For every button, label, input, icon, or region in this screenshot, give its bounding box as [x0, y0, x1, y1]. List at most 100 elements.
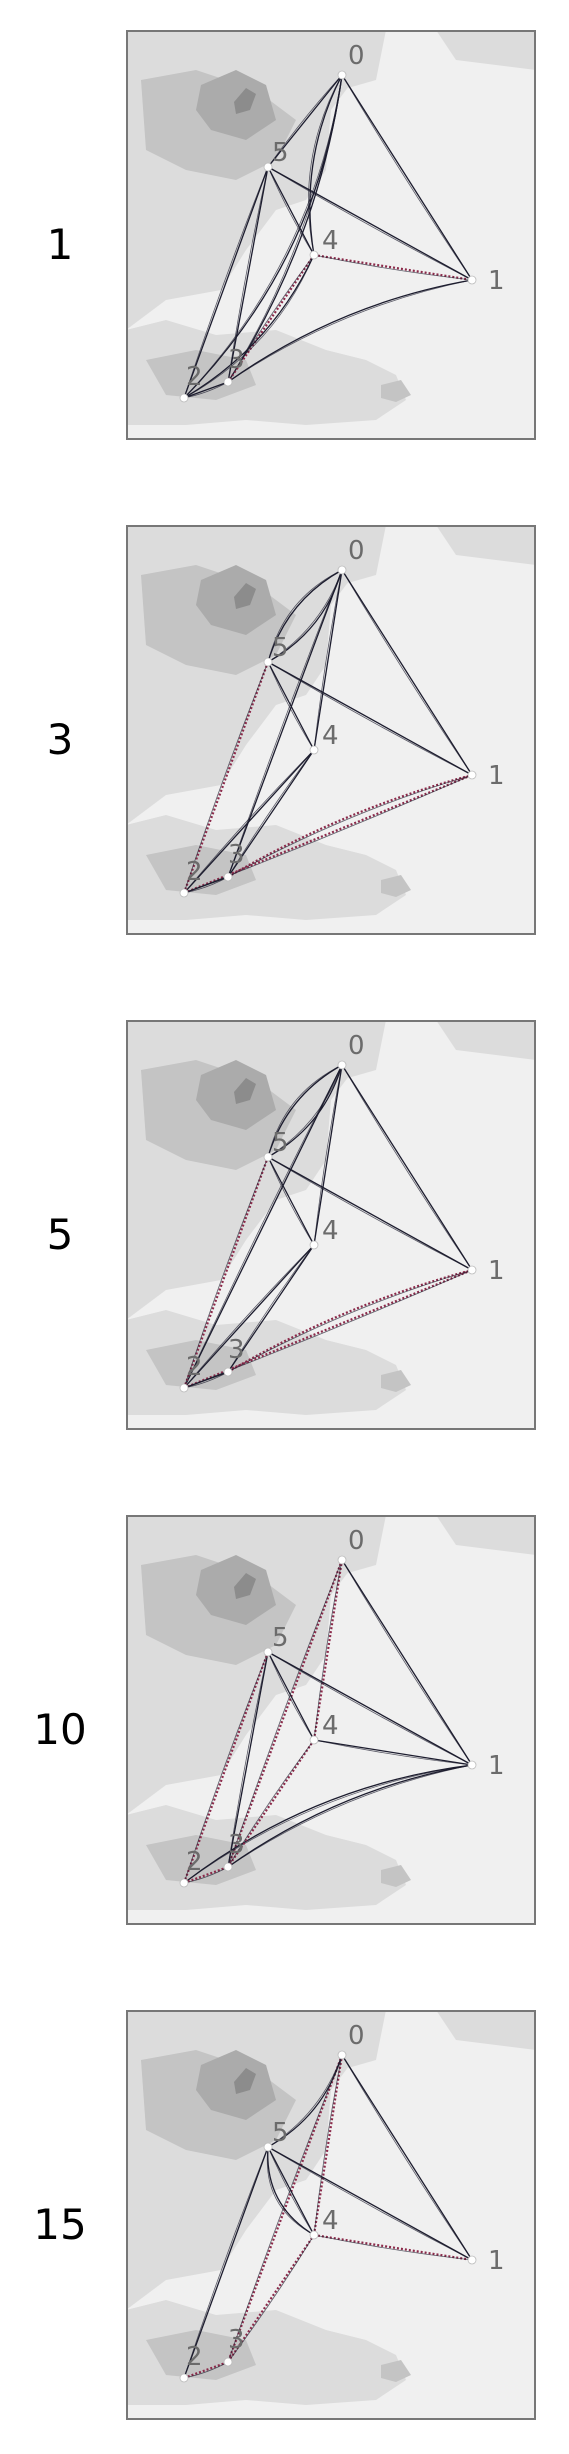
route-edge: [313, 1064, 343, 1246]
node-label: 3: [228, 840, 245, 870]
route-edge: [267, 569, 343, 663]
route-edge: [267, 2146, 315, 2236]
node-label: 5: [272, 633, 289, 663]
route-edge: [341, 569, 473, 776]
iteration-label: 5: [46, 1210, 74, 1259]
route-edge: [267, 2146, 315, 2236]
node-marker: [263, 1152, 273, 1162]
node-label: 0: [348, 41, 365, 71]
node-label: 5: [272, 1623, 289, 1653]
node-label: 0: [348, 1526, 365, 1556]
route-edge: [313, 2234, 473, 2261]
route-edge: [227, 1268, 473, 1373]
node-label: 4: [322, 226, 339, 256]
route-edge: [341, 569, 473, 776]
route-edge: [267, 166, 315, 256]
route-edge: [309, 74, 343, 256]
route-edge: [227, 1739, 315, 1868]
node-marker: [337, 2050, 347, 2060]
node-marker: [223, 1862, 233, 1872]
node-marker: [337, 1060, 347, 1070]
route-edge: [341, 74, 473, 281]
route-edge: [267, 74, 343, 168]
route-edge: [183, 774, 473, 894]
route-edge: [227, 1651, 269, 1868]
route-edge: [183, 74, 343, 399]
node-marker: [179, 888, 189, 898]
route-edge: [183, 661, 269, 894]
route-edge: [183, 1269, 473, 1389]
route-edges: [182, 1064, 473, 1390]
node-marker: [179, 1878, 189, 1888]
route-edge: [227, 254, 315, 383]
route-edges: [182, 569, 473, 895]
route-edge: [227, 1764, 473, 1868]
node-marker: [309, 1735, 319, 1745]
node-marker: [223, 872, 233, 882]
route-edge: [227, 166, 269, 383]
route-edge: [313, 254, 473, 281]
route-edge: [183, 166, 269, 399]
node-marker: [337, 1555, 347, 1565]
route-edge: [227, 1739, 315, 1868]
node-marker: [467, 2255, 477, 2265]
route-edge: [313, 1559, 343, 1741]
node-label: 1: [488, 1751, 505, 1781]
route-edge: [313, 569, 343, 751]
iteration-label: 15: [33, 2200, 87, 2249]
panel-frame: [126, 1515, 536, 1925]
node-label: 2: [186, 1352, 203, 1382]
node-marker: [309, 2230, 319, 2240]
route-edge: [312, 2054, 344, 2236]
route-edge: [313, 569, 343, 751]
node-label: 3: [228, 2325, 245, 2355]
route-edge: [183, 1764, 473, 1884]
route-edge: [267, 166, 473, 281]
node-label: 2: [186, 362, 203, 392]
node-marker: [179, 1383, 189, 1393]
route-edge: [267, 1064, 343, 1158]
route-edge: [341, 1064, 473, 1271]
route-edge: [183, 254, 315, 399]
route-edge: [267, 1651, 473, 1766]
iteration-label: 1: [46, 220, 74, 269]
route-edge: [267, 2054, 343, 2148]
route-edge: [267, 1651, 315, 1741]
route-edge: [227, 1651, 269, 1868]
node-label: 1: [488, 2246, 505, 2276]
route-edges: [182, 1559, 473, 1885]
route-edge: [313, 2233, 473, 2262]
route-edge: [227, 1269, 473, 1373]
route-edge: [313, 1064, 343, 1246]
node-label: 5: [272, 138, 289, 168]
route-edge: [341, 2054, 473, 2261]
node-label: 2: [186, 2342, 203, 2372]
route-edge: [267, 2054, 343, 2148]
route-edge: [183, 773, 473, 895]
node-marker: [467, 770, 477, 780]
route-edge: [183, 1244, 315, 1389]
route-edge: [267, 1651, 473, 1766]
route-edge: [183, 1651, 269, 1884]
node-label: 3: [228, 1830, 245, 1860]
route-edge: [183, 1156, 269, 1389]
route-edge: [227, 749, 315, 878]
route-edge: [267, 661, 315, 751]
node-label: 1: [488, 761, 505, 791]
route-edge: [227, 279, 473, 383]
route-edge: [226, 1559, 344, 1868]
route-edge: [267, 661, 473, 776]
route-edge: [183, 1064, 343, 1389]
